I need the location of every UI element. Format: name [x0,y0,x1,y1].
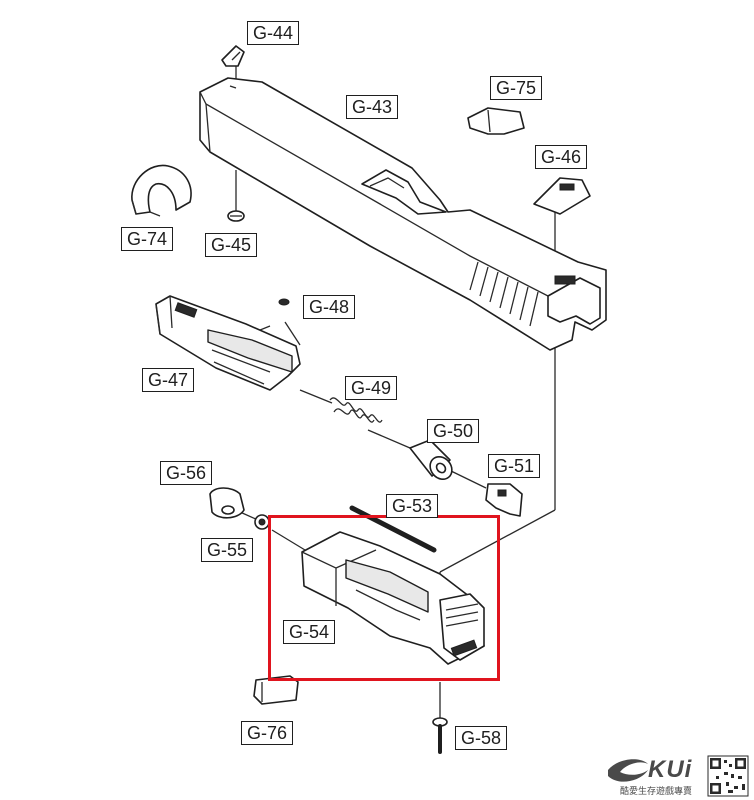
part-g48-drawing [278,298,290,306]
part-g44-drawing [221,45,245,67]
qr-code [707,755,749,797]
highlight-box-g54 [268,515,500,681]
label-g45[interactable]: G-45 [205,233,258,257]
part-g74-drawing [131,164,192,217]
label-g44[interactable]: G-44 [247,21,300,45]
part-g51-drawing [485,483,523,517]
label-g55[interactable]: G-55 [201,538,254,562]
label-g48[interactable]: G-48 [303,295,356,319]
part-g46-drawing [533,177,591,215]
part-g54-drawing [301,531,485,665]
label-g50[interactable]: G-50 [427,419,480,443]
label-g53[interactable]: G-53 [386,494,439,518]
part-g76-drawing [253,675,299,705]
part-g50-drawing [409,439,453,481]
part-g75-drawing [467,107,525,135]
part-g56-drawing [209,487,245,519]
part-g58-drawing [432,717,448,754]
label-g56[interactable]: G-56 [160,461,213,485]
label-g49[interactable]: G-49 [345,376,398,400]
kui-logo-mark [608,759,648,782]
part-g47-drawing [155,295,301,391]
part-g55-drawing [254,514,270,530]
part-g45-drawing [227,210,245,222]
kui-logo-text: KUi [648,756,693,783]
label-g74[interactable]: G-74 [121,227,174,251]
label-g54[interactable]: G-54 [283,620,336,644]
kui-tagline: 酷愛生存遊戲專賣 [620,787,693,797]
label-g75[interactable]: G-75 [490,76,543,100]
label-g43[interactable]: G-43 [346,95,399,119]
label-g51[interactable]: G-51 [488,454,541,478]
part-g49-drawing [329,397,383,423]
label-g46[interactable]: G-46 [535,145,588,169]
part-g43-slide-drawing [199,77,607,351]
label-g58[interactable]: G-58 [455,726,508,750]
label-g47[interactable]: G-47 [142,368,195,392]
label-g76[interactable]: G-76 [241,721,294,745]
